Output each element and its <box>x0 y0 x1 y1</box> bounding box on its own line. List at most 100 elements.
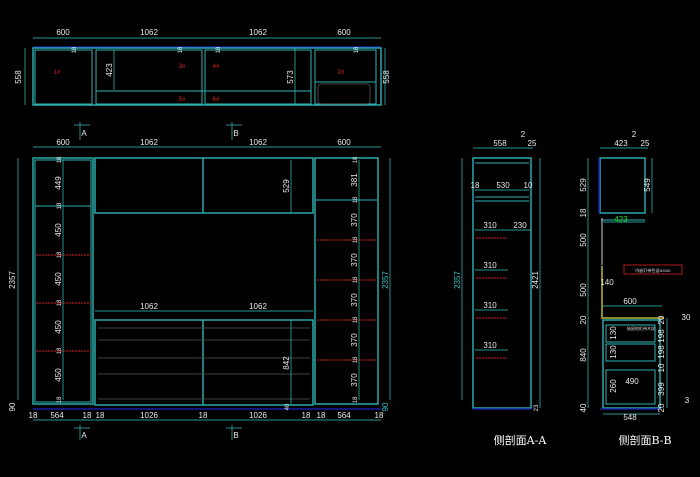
right-dim: 198 <box>657 329 666 343</box>
right-dim: 198 <box>657 345 666 359</box>
elevation-height-dim: 2357 <box>8 271 17 289</box>
section-b-title: 侧剖面B-B <box>618 433 671 447</box>
elevation-mid-dim: 1062 <box>140 302 158 311</box>
right-dim: 10 <box>657 363 666 372</box>
right-column-dim: 18 <box>353 276 359 283</box>
section-marker-label: A <box>81 129 87 138</box>
left-dim: 20 <box>579 315 588 324</box>
right-column-dim: 370 <box>350 373 359 387</box>
left-dim: 529 <box>579 178 588 192</box>
dim: 18 <box>471 181 480 190</box>
left-dim: 40 <box>579 403 588 412</box>
plan-thickness-dim: 18 <box>354 46 360 53</box>
left-column-dim: 18 <box>57 202 63 209</box>
left-dim: 500 <box>579 233 588 247</box>
bottom-dim: 1026 <box>249 411 267 420</box>
left-column-dim: 18 <box>57 156 63 163</box>
elevation-mid-dim: 1062 <box>249 302 267 311</box>
section-a-title: 侧剖面A-A <box>494 433 548 447</box>
left-column-dim: 450 <box>54 368 63 382</box>
dim: 25 <box>641 139 650 148</box>
drawer-note: 抽屉地柜带木纹 <box>627 325 655 331</box>
inner-dim: 140 <box>600 278 614 287</box>
bottom-dim: 564 <box>337 411 351 420</box>
part-label: 5# <box>179 97 186 103</box>
dimension-labels: 600 1062 1062 600 558 558 423 573 18 18 18 18 1# 3# 4#… <box>8 28 691 447</box>
light-note-box <box>623 264 683 275</box>
bottom-dim: 18 <box>317 411 326 420</box>
bottom-dim: 18 <box>83 411 92 420</box>
light-note: 内嵌灯带色温3000K <box>635 267 671 273</box>
plan-thickness-dim: 18 <box>72 46 78 53</box>
section-a-a <box>461 147 541 410</box>
plan-depth-dim: 558 <box>382 70 391 84</box>
left-dim: 500 <box>579 283 588 297</box>
dim: 25 <box>528 139 537 148</box>
plan-width-dim: 1062 <box>140 28 158 37</box>
right-column-dim: 370 <box>350 253 359 267</box>
shelf-dim: 310 <box>483 221 497 230</box>
dim: 530 <box>496 181 510 190</box>
bottom-dim: 564 <box>50 411 64 420</box>
right-dim: 20 <box>657 403 666 412</box>
right-dim: 399 <box>657 382 666 396</box>
plan-width-dim: 1062 <box>249 28 267 37</box>
base-dim: 90 <box>381 402 390 411</box>
inner-dim: 490 <box>625 377 639 386</box>
right-column-dim: 18 <box>353 196 359 203</box>
shelf-dim: 310 <box>483 301 497 310</box>
section-marker-a-bottom <box>74 425 90 440</box>
section-b-b <box>587 147 683 415</box>
height-dim: 2357 <box>453 271 462 289</box>
elevation-width-dim: 600 <box>337 138 351 147</box>
dim: 2 <box>521 130 526 139</box>
dim: 2 <box>632 130 637 139</box>
front-elevation <box>17 146 391 421</box>
height-dim: 2421 <box>531 271 540 289</box>
depth-dim: 558 <box>493 139 507 148</box>
section-marker-a-top <box>74 122 90 140</box>
left-column-dim: 18 <box>57 347 63 354</box>
right-column-dim: 18 <box>353 316 359 323</box>
right-column-dim: 370 <box>350 213 359 227</box>
shelf-dim: 310 <box>483 261 497 270</box>
plan-view <box>24 37 386 106</box>
section-marker-b-top <box>226 122 242 140</box>
part-label: 4# <box>213 64 220 70</box>
depth-dim: 423 <box>614 139 628 148</box>
section-marker-b-bottom <box>226 425 242 440</box>
plan-inner-dim: 573 <box>286 70 295 84</box>
right-column-dim: 370 <box>350 293 359 307</box>
shelf-dim: 310 <box>483 341 497 350</box>
plan-thickness-dim: 18 <box>178 46 184 53</box>
part-label: 1# <box>54 70 61 76</box>
plan-width-dim: 600 <box>337 28 351 37</box>
dim: 10 <box>524 181 533 190</box>
base-dim: 90 <box>8 402 17 411</box>
shelf-dim: 230 <box>513 221 527 230</box>
inner-dim: 3 <box>685 396 690 405</box>
inner-dim: 548 <box>623 413 637 422</box>
left-column-dim: 18 <box>57 299 63 306</box>
dim: 23 <box>534 404 540 411</box>
section-marker-label: B <box>233 129 238 138</box>
right-column-dim: 18 <box>353 356 359 363</box>
inner-dim: 260 <box>609 379 618 393</box>
upper-cabinet-dim: 529 <box>282 179 291 193</box>
left-column-dim: 450 <box>54 320 63 334</box>
gap-dim: 40 <box>285 403 291 410</box>
right-column-dim: 18 <box>353 396 359 403</box>
inner-dim: 600 <box>623 297 637 306</box>
left-column-dim: 18 <box>57 251 63 258</box>
bottom-dim: 1026 <box>140 411 158 420</box>
left-dim: 18 <box>579 208 588 217</box>
elevation-width-dim: 1062 <box>140 138 158 147</box>
lower-cabinet-dim: 842 <box>282 356 291 370</box>
right-column-dim: 18 <box>353 156 359 163</box>
elevation-height-dim: 2357 <box>381 271 390 289</box>
bottom-dim: 18 <box>199 411 208 420</box>
part-label: 2# <box>338 70 345 76</box>
part-label: 3# <box>179 64 186 70</box>
inner-dim: 130 <box>609 326 618 340</box>
